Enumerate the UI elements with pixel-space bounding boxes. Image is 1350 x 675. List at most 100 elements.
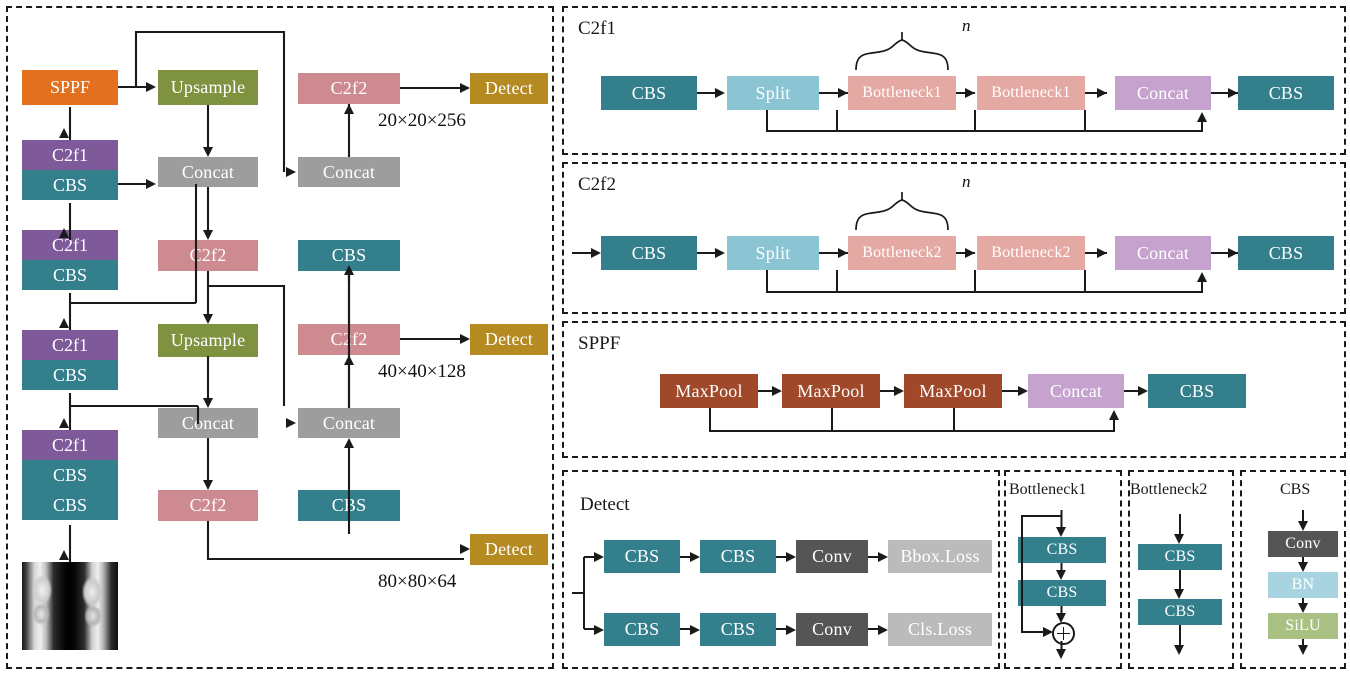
bottleneck2-cbs-1[interactable]: CBS bbox=[1138, 544, 1222, 570]
block-c2f2-1[interactable]: C2f2 bbox=[158, 240, 258, 271]
sppf-node-cbs[interactable]: CBS bbox=[1148, 374, 1246, 408]
c2f1-n-label: n bbox=[962, 16, 971, 35]
detect-bbox-conv[interactable]: Conv bbox=[796, 540, 868, 573]
detect-bbox-cbs-2[interactable]: CBS bbox=[700, 540, 776, 573]
arrowhead bbox=[58, 228, 69, 238]
cbs-node-silu[interactable]: SiLU bbox=[1268, 613, 1338, 639]
detect-connectors bbox=[572, 556, 880, 630]
cbs-node-conv[interactable]: Conv bbox=[1268, 531, 1338, 557]
bottleneck1-panel-title: Bottleneck1 bbox=[1009, 481, 1087, 498]
arrowhead bbox=[1108, 410, 1119, 420]
bottleneck1-cbs-1[interactable]: CBS bbox=[1018, 537, 1106, 563]
arrowhead bbox=[58, 128, 69, 138]
detect-cls-loss[interactable]: Cls.Loss bbox=[888, 613, 992, 646]
detect-cls-cbs-2[interactable]: CBS bbox=[700, 613, 776, 646]
arrowhead bbox=[1174, 645, 1184, 655]
arrowhead bbox=[1056, 527, 1066, 537]
block-c2f1-cbs-cbs-4[interactable]: C2f1 CBS CBS bbox=[22, 430, 118, 520]
c2f2-node-concat[interactable]: Concat bbox=[1115, 236, 1211, 270]
block-c2f1-cbs-2[interactable]: C2f1 CBS bbox=[22, 230, 118, 290]
arrowhead bbox=[786, 624, 796, 635]
block-c2f1-label: C2f1 bbox=[22, 330, 118, 360]
arrowhead bbox=[202, 147, 213, 157]
arrowhead bbox=[343, 104, 354, 114]
cbs-connectors bbox=[1302, 510, 1304, 652]
arrowhead bbox=[146, 81, 156, 92]
block-concat-2[interactable]: Concat bbox=[158, 408, 258, 438]
arrowhead bbox=[1196, 112, 1207, 122]
arrowhead bbox=[58, 550, 69, 560]
c2f2-node-cbs-out[interactable]: CBS bbox=[1238, 236, 1334, 270]
c2f2-node-bottleneck2-b[interactable]: Bottleneck2 bbox=[977, 236, 1085, 270]
c2f1-node-bottleneck1-b[interactable]: Bottleneck1 bbox=[977, 76, 1085, 110]
arrowhead bbox=[786, 551, 796, 562]
sppf-panel-title: SPPF bbox=[578, 333, 621, 354]
arrowhead bbox=[343, 438, 354, 448]
block-detect-p5[interactable]: Detect bbox=[470, 73, 548, 104]
c2f2-n-label: n bbox=[962, 172, 971, 191]
arrowhead bbox=[594, 624, 604, 635]
arrowhead bbox=[838, 247, 848, 258]
arrowhead bbox=[591, 247, 601, 258]
detect-panel-title: Detect bbox=[580, 494, 630, 515]
c2f2-node-bottleneck2-a[interactable]: Bottleneck2 bbox=[848, 236, 956, 270]
arrowhead bbox=[1097, 87, 1107, 98]
output-label-p5: 20×20×256 bbox=[378, 110, 466, 131]
arrowhead bbox=[1056, 613, 1066, 623]
c2f1-node-concat[interactable]: Concat bbox=[1115, 76, 1211, 110]
block-sppf[interactable]: SPPF bbox=[22, 70, 118, 105]
arrowhead bbox=[460, 82, 470, 93]
block-detect-p4[interactable]: Detect bbox=[470, 324, 548, 355]
block-detect-p3[interactable]: Detect bbox=[470, 534, 548, 565]
c2f2-node-cbs-in[interactable]: CBS bbox=[601, 236, 697, 270]
arrowhead bbox=[1297, 562, 1308, 572]
arrowhead bbox=[343, 355, 354, 365]
detect-cls-conv[interactable]: Conv bbox=[796, 613, 868, 646]
block-c2f2-2[interactable]: C2f2 bbox=[158, 490, 258, 521]
arrowhead bbox=[894, 385, 904, 396]
bottleneck1-cbs-2[interactable]: CBS bbox=[1018, 580, 1106, 606]
c2f2-node-split[interactable]: Split bbox=[727, 236, 819, 270]
block-c2f1-cbs-3[interactable]: C2f1 CBS bbox=[22, 330, 118, 390]
sppf-node-maxpool-3[interactable]: MaxPool bbox=[904, 374, 1002, 408]
block-upsample-2[interactable]: Upsample bbox=[158, 324, 258, 357]
arrowhead bbox=[286, 417, 296, 428]
c2f2-connectors bbox=[572, 192, 1238, 293]
detect-cls-cbs-1[interactable]: CBS bbox=[604, 613, 680, 646]
arrowhead bbox=[460, 543, 470, 554]
arrowhead bbox=[772, 385, 782, 396]
sppf-node-concat[interactable]: Concat bbox=[1028, 374, 1124, 408]
arrowhead bbox=[58, 318, 69, 328]
arrowhead bbox=[146, 178, 156, 189]
block-c2f1-cbs-1[interactable]: C2f1 CBS bbox=[22, 140, 118, 200]
block-cbs-label: CBS bbox=[22, 460, 118, 490]
block-cbs-label: CBS bbox=[22, 490, 118, 520]
detect-bbox-loss[interactable]: Bbox.Loss bbox=[888, 540, 992, 573]
arrowhead bbox=[460, 333, 470, 344]
block-c2f2-p5[interactable]: C2f2 bbox=[298, 73, 400, 104]
block-cbs-label: CBS bbox=[22, 260, 118, 290]
c2f1-node-cbs-out[interactable]: CBS bbox=[1238, 76, 1334, 110]
block-cbs-label: CBS bbox=[22, 170, 118, 200]
block-concat-3[interactable]: Concat bbox=[298, 157, 400, 187]
output-label-p3: 80×80×64 bbox=[378, 571, 457, 592]
cbs-panel-title: CBS bbox=[1280, 481, 1311, 498]
arrowhead bbox=[1056, 649, 1066, 659]
arrowhead bbox=[878, 624, 888, 635]
arrowhead bbox=[1297, 645, 1308, 655]
sppf-node-maxpool-1[interactable]: MaxPool bbox=[660, 374, 758, 408]
arrowhead bbox=[690, 551, 700, 562]
c2f1-node-bottleneck1-a[interactable]: Bottleneck1 bbox=[848, 76, 956, 110]
c2f1-node-split[interactable]: Split bbox=[727, 76, 819, 110]
sppf-node-maxpool-2[interactable]: MaxPool bbox=[782, 374, 880, 408]
block-concat-1[interactable]: Concat bbox=[158, 157, 258, 187]
c2f1-node-cbs-in[interactable]: CBS bbox=[601, 76, 697, 110]
block-c2f1-label: C2f1 bbox=[22, 430, 118, 460]
arrowhead bbox=[1043, 626, 1053, 637]
block-upsample-1[interactable]: Upsample bbox=[158, 70, 258, 105]
block-concat-4[interactable]: Concat bbox=[298, 408, 400, 438]
input-xray-image bbox=[22, 562, 118, 650]
detect-bbox-cbs-1[interactable]: CBS bbox=[604, 540, 680, 573]
bottleneck2-cbs-2[interactable]: CBS bbox=[1138, 599, 1222, 625]
cbs-node-bn[interactable]: BN bbox=[1268, 572, 1338, 598]
